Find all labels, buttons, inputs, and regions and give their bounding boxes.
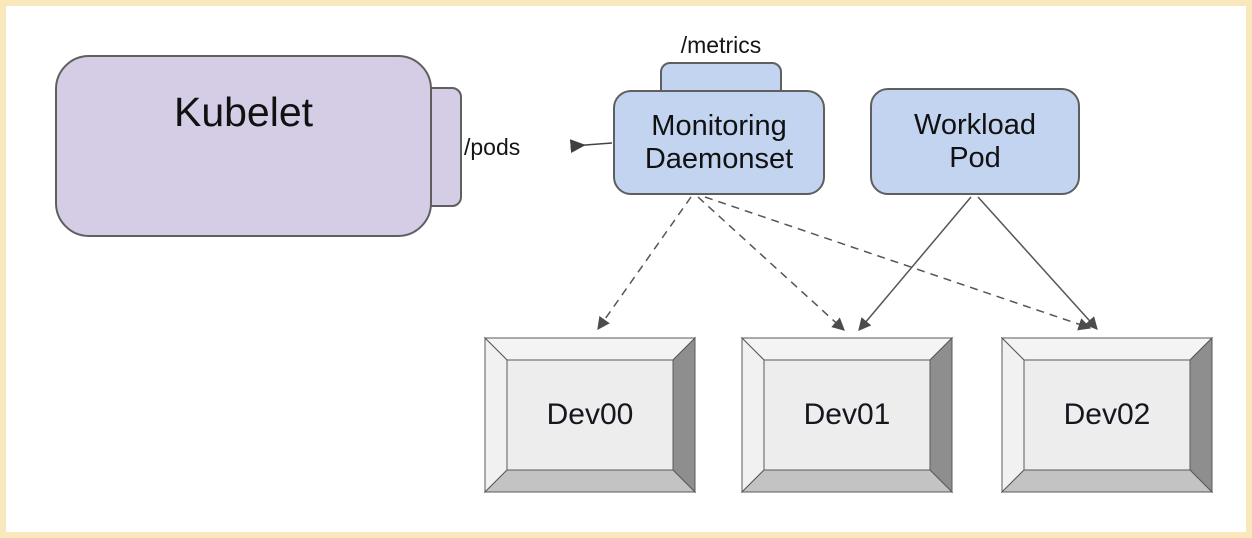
- edge-monitoring-dev01: [697, 196, 845, 331]
- device-dev00-label: Dev00: [546, 398, 634, 431]
- monitoring-daemonset-node: Monitoring Daemonset: [613, 90, 825, 195]
- device-dev01-label: Dev01: [803, 398, 891, 431]
- metrics-endpoint-label: /metrics: [680, 32, 762, 58]
- kubelet-node: Kubelet: [55, 55, 432, 237]
- edge-monitoring-dev00: [597, 196, 692, 331]
- edge-workload-dev01: [858, 196, 972, 331]
- pods-endpoint-label: /pods: [464, 134, 521, 160]
- workload-pod-node: Workload Pod: [870, 88, 1080, 195]
- device-chassis-dev01: [740, 336, 954, 494]
- workload-pod-label-line1: Workload: [914, 108, 1036, 141]
- device-chassis-dev00: [483, 336, 697, 494]
- edge-monitoring-pods-arrow: [569, 139, 613, 154]
- edge-workload-dev02: [977, 196, 1098, 330]
- monitoring-daemonset-label-line1: Monitoring: [651, 109, 787, 142]
- device-chassis-dev02: [1000, 336, 1214, 494]
- monitoring-daemonset-label-line2: Daemonset: [644, 142, 794, 175]
- workload-pod-label-line2: Pod: [949, 141, 1001, 174]
- edge-monitoring-dev02: [704, 196, 1092, 331]
- kubelet-label: Kubelet: [173, 89, 314, 135]
- device-dev02-label: Dev02: [1063, 398, 1151, 431]
